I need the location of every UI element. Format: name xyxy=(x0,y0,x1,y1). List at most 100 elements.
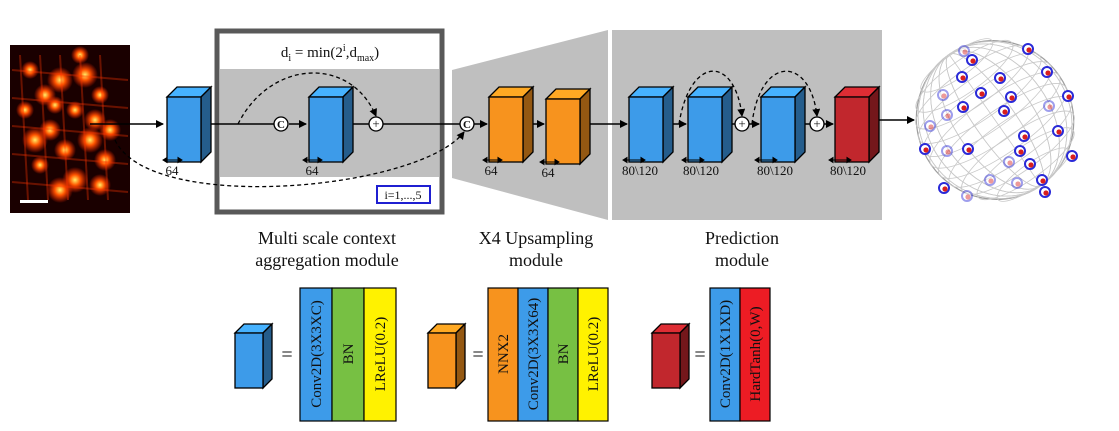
dim-predict-4: 80\120 xyxy=(830,163,866,178)
latitude-line xyxy=(917,52,1042,144)
localized-point xyxy=(984,174,996,186)
localized-point xyxy=(1066,150,1078,162)
add-op-3: + xyxy=(809,116,825,132)
localized-point xyxy=(958,45,970,57)
localized-point xyxy=(1041,66,1053,78)
legend-orange-lrelu: LReLU(0.2) xyxy=(577,287,609,422)
emitter-spot xyxy=(89,174,111,196)
caption-upsampling-2: module xyxy=(509,250,563,270)
localized-point xyxy=(1011,177,1023,189)
svg-text:BN: BN xyxy=(556,343,572,364)
svg-text:Conv2D(3X3X64): Conv2D(3X3X64) xyxy=(526,298,542,411)
add-op-2: + xyxy=(734,116,750,132)
svg-text:BN: BN xyxy=(341,343,357,364)
dimension-arrow xyxy=(681,156,705,164)
localized-point xyxy=(961,190,973,202)
emitter-spot xyxy=(54,139,76,161)
layer-blocks xyxy=(162,85,881,166)
localized-point xyxy=(937,89,949,101)
legend-blue-lrelu: LReLU(0.2) xyxy=(363,287,397,422)
emitter-spot xyxy=(72,62,98,88)
emitter-spot xyxy=(22,127,48,153)
localized-point xyxy=(975,87,987,99)
legend-red-conv2d: Conv2D(1X1XD) xyxy=(709,287,741,422)
localized-point xyxy=(1024,158,1036,170)
emitter-spot xyxy=(47,67,73,93)
svg-text:LReLU(0.2): LReLU(0.2) xyxy=(373,317,389,392)
svg-text:Conv2D(1X1XD): Conv2D(1X1XD) xyxy=(718,300,734,408)
emitter-streak xyxy=(11,153,129,165)
block-blue-predict-1 xyxy=(627,85,675,164)
legend-orange-nnx2: NNX2 xyxy=(487,287,519,422)
emitter-spot xyxy=(47,177,73,203)
svg-text:+: + xyxy=(813,116,820,131)
svg-text:Conv2D(3X3XC): Conv2D(3X3XC) xyxy=(309,300,325,408)
block-orange-upsample-1 xyxy=(487,85,535,164)
localized-point xyxy=(1022,43,1034,55)
dim-context-inner: 64 xyxy=(306,163,320,178)
scale-bar xyxy=(20,200,48,203)
block-blue-context xyxy=(307,85,355,164)
add-op-1: + xyxy=(368,116,384,132)
dimension-arrow xyxy=(162,156,183,164)
skip-connections xyxy=(114,70,821,188)
localized-point xyxy=(998,105,1010,117)
localized-point xyxy=(966,54,978,66)
emitter-spot xyxy=(77,127,103,153)
localized-point xyxy=(994,72,1006,84)
emitter-spot xyxy=(46,96,64,114)
block-orange-upsample-2 xyxy=(544,87,592,166)
localized-point xyxy=(941,109,953,121)
emitter-streak xyxy=(11,125,129,137)
localized-point xyxy=(1014,145,1026,157)
localized-point xyxy=(1005,91,1017,103)
dimension-arrow xyxy=(482,156,503,164)
localized-points xyxy=(919,43,1078,202)
svg-text:LReLU(0.2): LReLU(0.2) xyxy=(586,317,602,392)
caption-prediction-2: module xyxy=(715,250,769,270)
input-image xyxy=(10,45,130,213)
emitter-spot xyxy=(94,149,116,171)
iteration-label: i=1,...,5 xyxy=(384,188,421,202)
legend-blue-conv2d: Conv2D(3X3XC) xyxy=(299,287,333,422)
localized-point xyxy=(1062,90,1074,102)
block-blue-input xyxy=(165,85,213,164)
legend-red-block-icon xyxy=(650,322,691,390)
legend-orange-bn: BN xyxy=(547,287,579,422)
localized-point xyxy=(1043,100,1055,112)
dimension-arrow xyxy=(302,156,323,164)
emitter-spot xyxy=(66,101,84,119)
input-emitter-spots xyxy=(11,46,129,203)
caption-prediction-1: Prediction xyxy=(705,228,779,248)
dimension-arrow xyxy=(622,156,646,164)
localized-point xyxy=(957,101,969,113)
dimension-arrow xyxy=(539,158,560,166)
dim-predict-2: 80\120 xyxy=(683,163,719,178)
ellipsoid-wireframe xyxy=(915,38,1075,202)
legend-equals-orange: = xyxy=(472,344,483,366)
legend-red-hardtanh: HardTanh(0,W) xyxy=(739,287,771,422)
localized-point xyxy=(941,145,953,157)
block-red-predict-out xyxy=(833,85,881,164)
concat-op-1: C xyxy=(273,116,289,132)
legend-equals-red: = xyxy=(694,344,705,366)
localized-point xyxy=(956,71,968,83)
localized-point xyxy=(919,143,931,155)
dim-context-input: 64 xyxy=(166,163,180,178)
legend-orange-conv2d: Conv2D(3X3X64) xyxy=(517,287,549,422)
dim-upsample-2: 64 xyxy=(542,165,556,180)
emitter-streak xyxy=(19,54,29,201)
emitter-spot xyxy=(31,156,49,174)
localized-point xyxy=(1018,130,1030,142)
localized-point xyxy=(1052,125,1064,137)
legend-equals-blue: = xyxy=(281,344,292,366)
emitter-streak xyxy=(59,54,69,201)
emitter-streak xyxy=(11,69,129,81)
legend-orange-block-icon xyxy=(426,322,467,390)
legend-blue-bn: BN xyxy=(331,287,365,422)
svg-text:+: + xyxy=(738,116,745,131)
caption-context-1: Multi scale context xyxy=(258,228,396,248)
emitter-streak xyxy=(11,181,129,193)
legend-blue-block-icon xyxy=(233,322,274,390)
